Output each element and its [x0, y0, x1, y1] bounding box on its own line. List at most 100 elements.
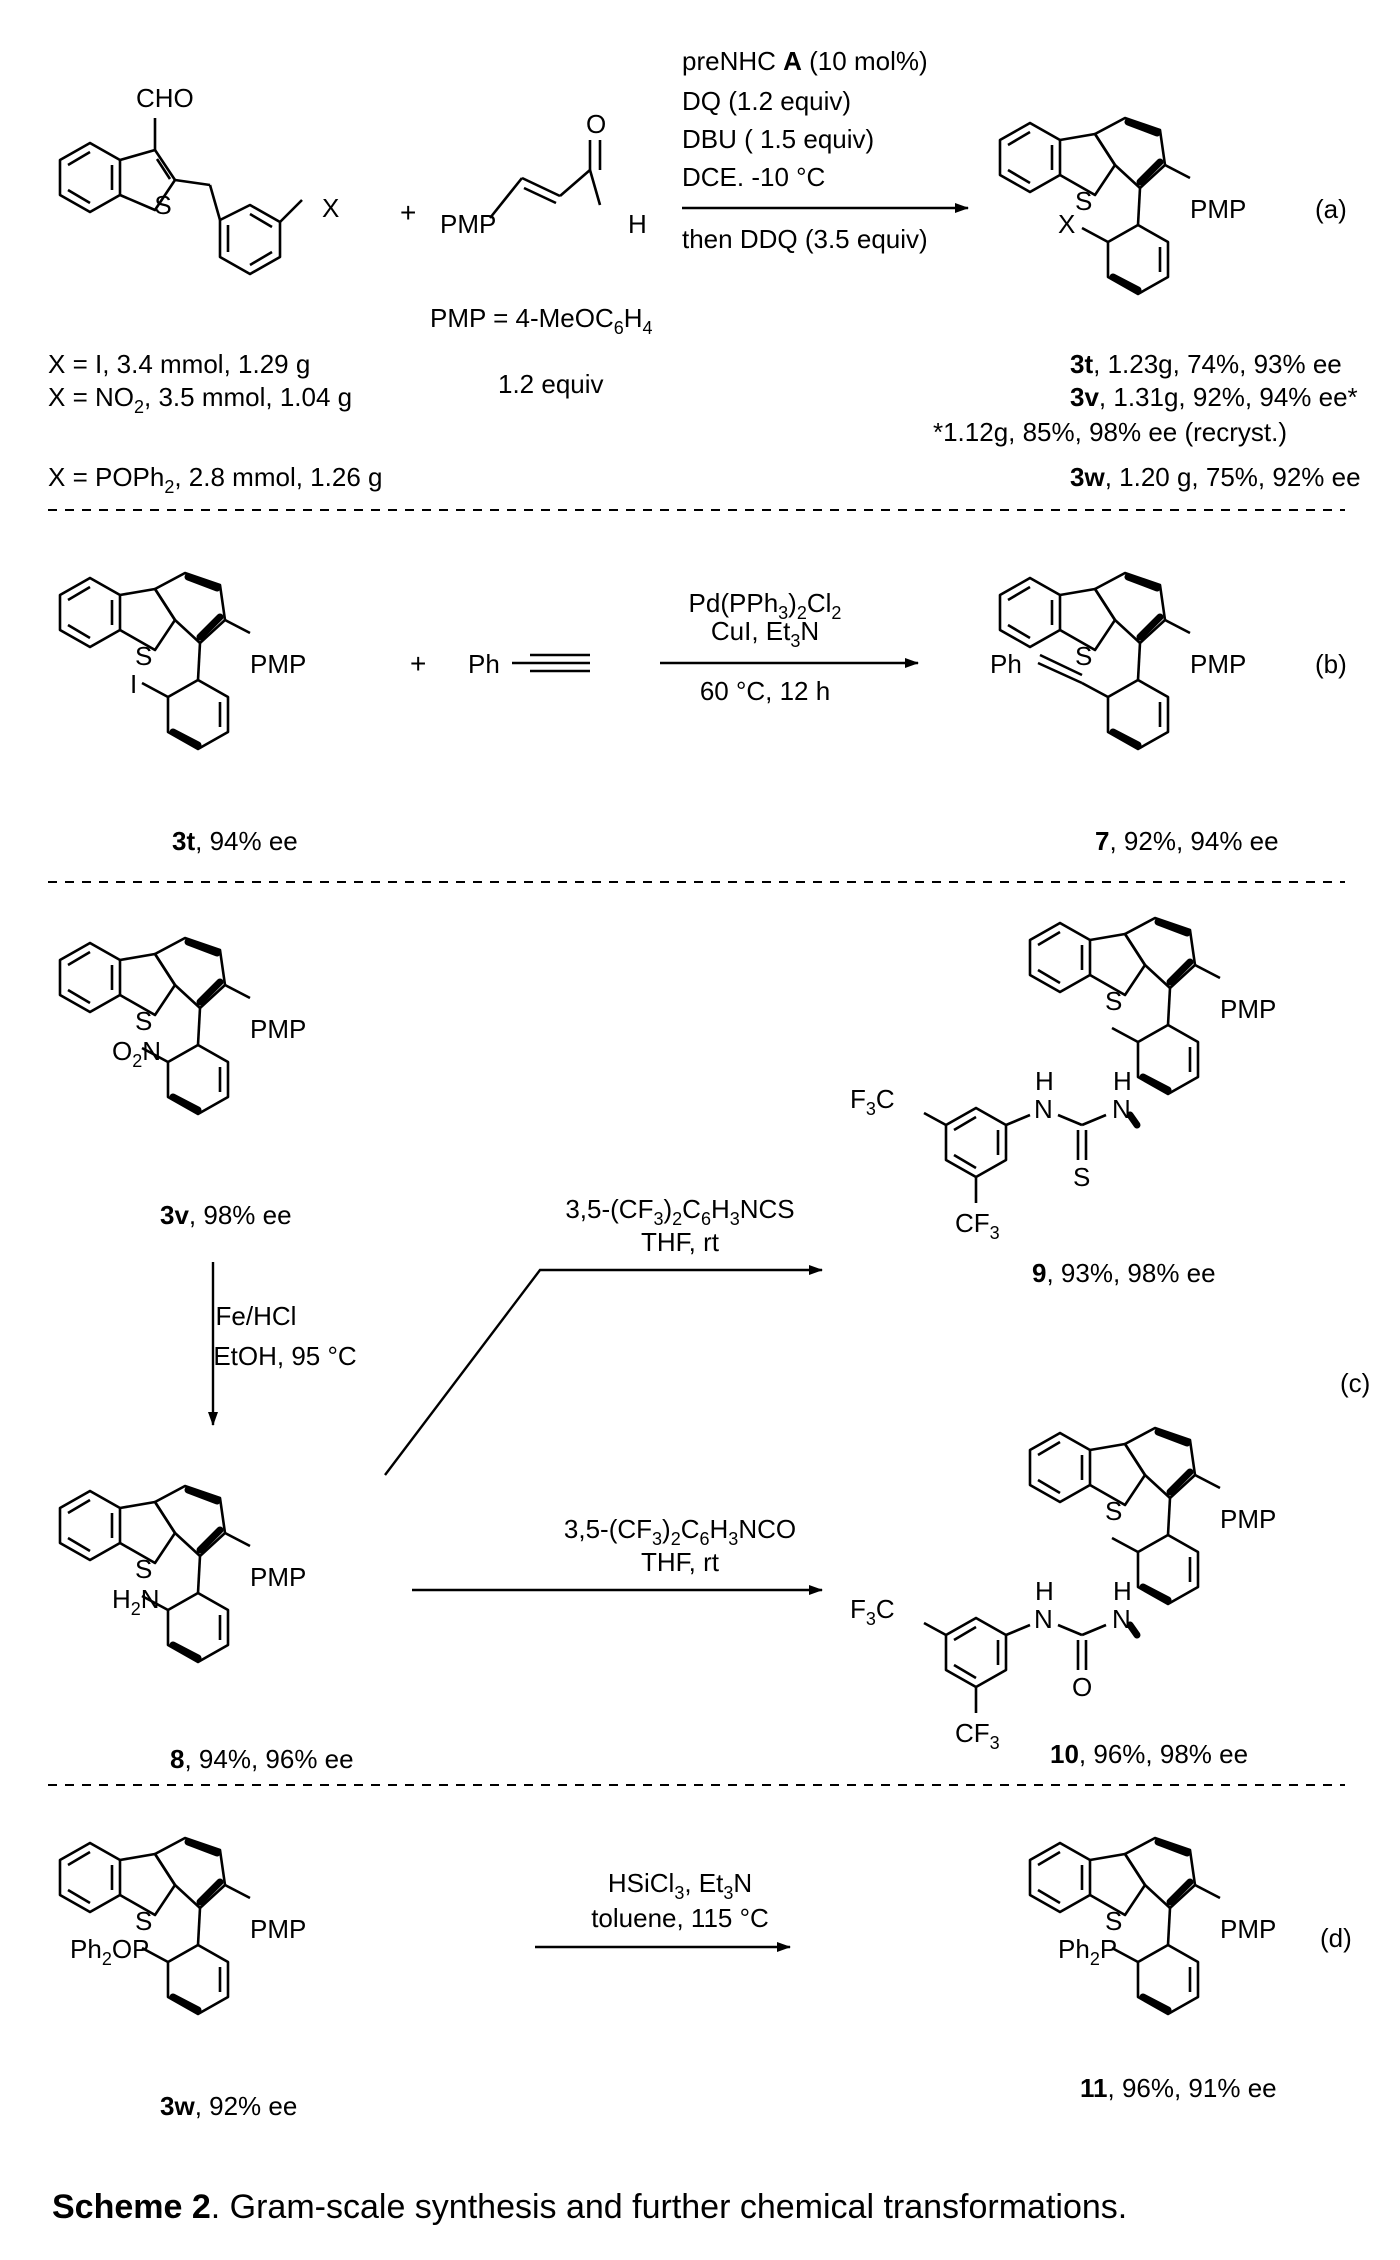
product-7-structure — [1000, 573, 1190, 749]
10-pmp: PMP — [1220, 1504, 1276, 1534]
9-pmp: PMP — [1220, 994, 1276, 1024]
condition-cui: CuI, Et3N — [711, 616, 819, 651]
product-11-structure — [1030, 1838, 1220, 2014]
urea-10-linker — [1005, 1621, 1141, 1670]
panel-c: S PMP O2N 3v, 98% ee Fe/HCl EtOH, 95 °C … — [60, 918, 1370, 1774]
result-3v-recryst: *1.12g, 85%, 98% ee (recryst.) — [933, 417, 1287, 447]
enal-oxygen-label: O — [586, 109, 606, 139]
10-nh2-n: N — [1112, 1604, 1131, 1634]
phenylacetylene-ph: Ph — [468, 649, 500, 679]
sulfur-label: S — [154, 190, 171, 220]
plus-sign-b: + — [410, 648, 426, 679]
condition-pd: Pd(PPh3)2Cl2 — [689, 588, 842, 623]
3t-pmp: PMP — [250, 649, 306, 679]
10-cf3: CF3 — [955, 1718, 1000, 1753]
9-nh1-n: N — [1034, 1094, 1053, 1124]
9-thiocarbonyl-s: S — [1073, 1162, 1090, 1192]
8-amino: H2N — [112, 1584, 160, 1619]
3v-structure — [60, 938, 250, 1114]
thiourea-9-aryl — [922, 1106, 1008, 1205]
3t-structure — [60, 573, 250, 749]
product-7-pmp: PMP — [1190, 649, 1246, 679]
3v-nitro: O2N — [112, 1036, 161, 1071]
condition-ncs: 3,5-(CF3)2C6H3NCS — [565, 1194, 794, 1229]
condition-thf-lo: THF, rt — [641, 1547, 720, 1577]
9-sulfur: S — [1105, 986, 1122, 1016]
9-nh2-n: N — [1112, 1094, 1131, 1124]
condition-hsicl3: HSiCl3, Et3N — [608, 1868, 752, 1903]
result-10: 10, 96%, 98% ee — [1050, 1739, 1248, 1769]
scheme-caption: Scheme 2. Gram-scale synthesis and furth… — [52, 2188, 1127, 2227]
product-7-sulfur: S — [1075, 641, 1092, 671]
reaction-scheme: CHO S X + PMP O H PMP = 4-MeOC6H4 1.2 eq… — [48, 46, 1370, 2121]
cinnamaldehyde-structure — [488, 140, 602, 219]
condition-prenhc: preNHC A (10 mol%) — [682, 46, 928, 76]
condition-temp-b: 60 °C, 12 h — [700, 676, 830, 706]
10-nh1-h: H — [1035, 1576, 1054, 1606]
10-f3c: F3C — [850, 1594, 895, 1629]
result-7: 7, 92%, 94% ee — [1095, 826, 1279, 856]
product-7-ph: Ph — [990, 649, 1022, 679]
substrate-x-poph2: X = POPh2, 2.8 mmol, 1.26 g — [48, 462, 382, 497]
8-sulfur: S — [135, 1554, 152, 1584]
condition-thf-up: THF, rt — [641, 1227, 720, 1257]
8-pmp: PMP — [250, 1562, 306, 1592]
urea-10-aryl — [922, 1616, 1008, 1715]
11-pmp: PMP — [1220, 1914, 1276, 1944]
tag-d: (d) — [1320, 1923, 1352, 1953]
11-sulfur: S — [1105, 1906, 1122, 1936]
result-3t-b: 3t, 94% ee — [172, 826, 298, 856]
caption-label: Scheme 2 — [52, 2188, 211, 2226]
10-nh2-h: H — [1113, 1576, 1132, 1606]
product-a-pmp: PMP — [1190, 194, 1246, 224]
condition-nco: 3,5-(CF3)2C6H3NCO — [564, 1514, 796, 1549]
amine-8-structure — [60, 1486, 250, 1662]
result-3t: 3t, 1.23g, 74%, 93% ee — [1070, 349, 1342, 379]
pmp-definition: PMP = 4-MeOC6H4 — [430, 303, 653, 338]
panel-d: S PMP Ph2OP 3w, 92% ee HSiCl3, Et3N tolu… — [60, 1838, 1352, 2121]
plus-sign: + — [400, 197, 416, 228]
panel-b: S PMP I + Ph Pd(PPh3)2Cl2 CuI, Et3N 60 °… — [60, 573, 1347, 856]
3w-pmp: PMP — [250, 1914, 306, 1944]
3v-pmp: PMP — [250, 1014, 306, 1044]
panel-a: CHO S X + PMP O H PMP = 4-MeOC6H4 1.2 eq… — [48, 46, 1361, 497]
x-label: X — [322, 193, 339, 223]
result-3v: 3v, 1.31g, 92%, 94% ee* — [1070, 382, 1358, 412]
condition-dbu: DBU ( 1.5 equiv) — [682, 124, 874, 154]
10-carbonyl-o: O — [1072, 1672, 1092, 1702]
substrate-x-i: X = I, 3.4 mmol, 1.29 g — [48, 349, 310, 379]
10-nh1-n: N — [1034, 1604, 1053, 1634]
product-a-x: X — [1058, 209, 1075, 239]
result-11: 11, 96%, 91% ee — [1080, 2073, 1277, 2103]
enal-pmp-label: PMP — [440, 209, 496, 239]
3v-sulfur: S — [135, 1006, 152, 1036]
3t-iodo: I — [130, 669, 137, 699]
result-9: 9, 93%, 98% ee — [1032, 1258, 1216, 1288]
condition-fe-hcl: Fe/HCl — [216, 1301, 297, 1331]
3w-sulfur: S — [135, 1906, 152, 1936]
tag-a: (a) — [1315, 194, 1347, 224]
9-nh1-h: H — [1035, 1066, 1054, 1096]
9-cf3: CF3 — [955, 1208, 1000, 1243]
caption-text: . Gram-scale synthesis and further chemi… — [210, 2188, 1128, 2226]
condition-toluene: toluene, 115 °C — [591, 1903, 769, 1933]
substrate-x-no2: X = NO2, 3.5 mmol, 1.04 g — [48, 382, 352, 417]
enal-equiv: 1.2 equiv — [498, 369, 604, 399]
result-8: 8, 94%, 96% ee — [170, 1744, 354, 1774]
3t-sulfur: S — [135, 641, 152, 671]
result-3v-c: 3v, 98% ee — [160, 1200, 292, 1230]
benzothiophene-aldehyde — [58, 118, 303, 276]
11-phosphine: Ph2P — [1058, 1934, 1117, 1969]
product-a-sulfur: S — [1075, 186, 1092, 216]
condition-dce: DCE. -10 °C — [682, 162, 825, 192]
3w-structure — [60, 1838, 250, 2014]
9-f3c: F3C — [850, 1084, 895, 1119]
result-3w-d: 3w, 92% ee — [160, 2091, 297, 2121]
condition-etoh: EtOH, 95 °C — [213, 1341, 356, 1371]
condition-dq: DQ (1.2 equiv) — [682, 86, 851, 116]
10-sulfur: S — [1105, 1496, 1122, 1526]
9-nh2-h: H — [1113, 1066, 1132, 1096]
product-3-structure — [1000, 118, 1190, 294]
3w-phosphine-oxide: Ph2OP — [70, 1934, 149, 1969]
enal-hydrogen-label: H — [628, 209, 647, 239]
